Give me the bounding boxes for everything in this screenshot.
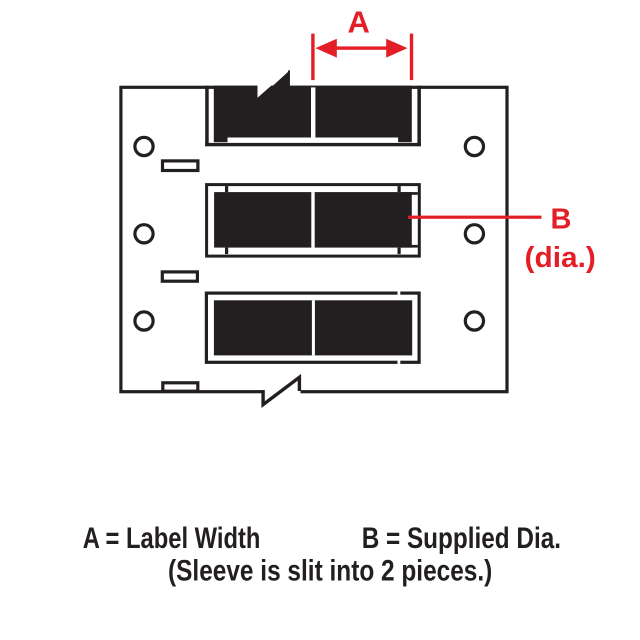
svg-text:B: B [551, 203, 572, 235]
svg-text:(dia.): (dia.) [525, 242, 596, 274]
svg-text:(Sleeve is slit into 2 pieces.: (Sleeve is slit into 2 pieces.) [168, 554, 492, 587]
svg-text:A = Label Width: A = Label Width [83, 522, 261, 555]
svg-text:B = Supplied Dia.: B = Supplied Dia. [362, 522, 561, 555]
svg-text:A: A [348, 5, 370, 40]
